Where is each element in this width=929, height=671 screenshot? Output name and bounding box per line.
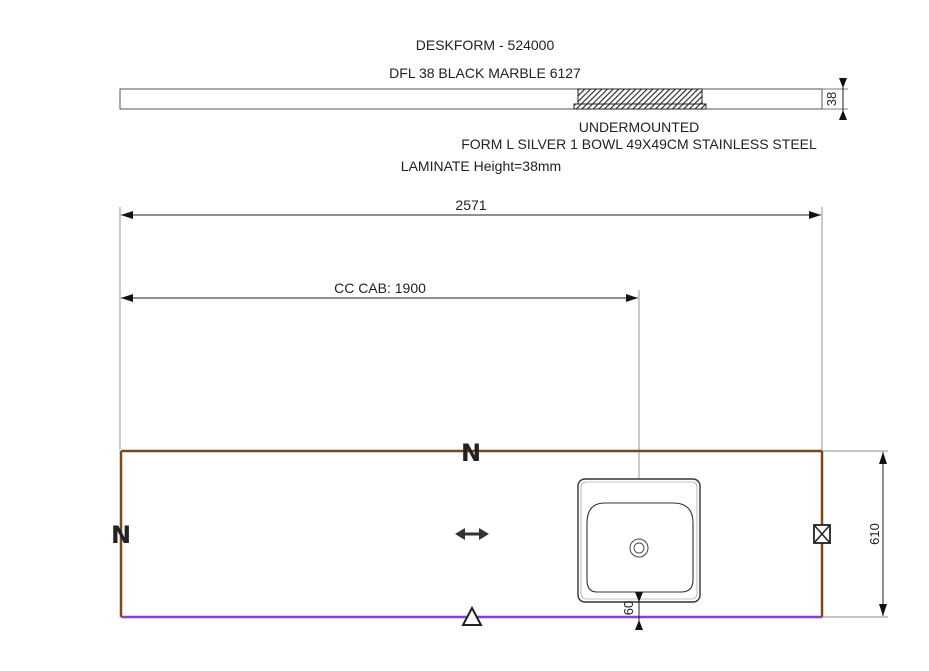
laminate-note: LAMINATE Height=38mm [401,158,561,174]
arrow-right-icon [809,211,821,219]
double-arrow-icon [455,528,489,540]
profile-strip [119,88,823,110]
sink-flange-hatch [573,103,707,110]
total-length-label: 2571 [455,197,486,213]
depth-dimension: 610 [822,450,888,618]
boxed-x-icon [813,524,831,544]
cc-cab-label: CC CAB: 1900 [334,280,426,296]
cc-cab-dimension: CC CAB: 1900 [121,280,640,482]
drain-icon [629,538,649,558]
sink-model-label: FORM L SILVER 1 BOWL 49X49CM STAINLESS S… [461,136,817,152]
depth-label: 610 [867,523,882,545]
drawing-title: DESKFORM - 524000 [416,37,555,53]
arrow-left-icon [121,211,133,219]
arrow-right-icon [626,294,638,302]
arrow-down-icon [839,78,847,88]
side-profile: 38 [119,78,848,120]
sink-mount-label: UNDERMOUNTED [579,119,700,135]
worktop-plan: N N [111,439,831,626]
sink-section-hatch [577,88,703,106]
arrow-left-icon [121,294,133,302]
material-label: DFL 38 BLACK MARBLE 6127 [389,65,581,81]
sink-bowl [577,478,701,603]
arrow-down-icon [635,592,643,602]
arrow-down-icon [879,604,887,616]
arrow-up-icon [879,452,887,464]
sink-offset-label: 60 [621,601,636,615]
total-length-dimension: 2571 [119,197,823,450]
arrow-up-icon [839,110,847,120]
triangle-icon [461,605,483,626]
arrow-up-icon [635,620,643,630]
edge-mark-top: N [461,439,481,467]
edge-mark-left: N [111,521,131,549]
sink-offset-dimension: 60 [621,592,643,630]
thickness-label: 38 [824,92,839,106]
